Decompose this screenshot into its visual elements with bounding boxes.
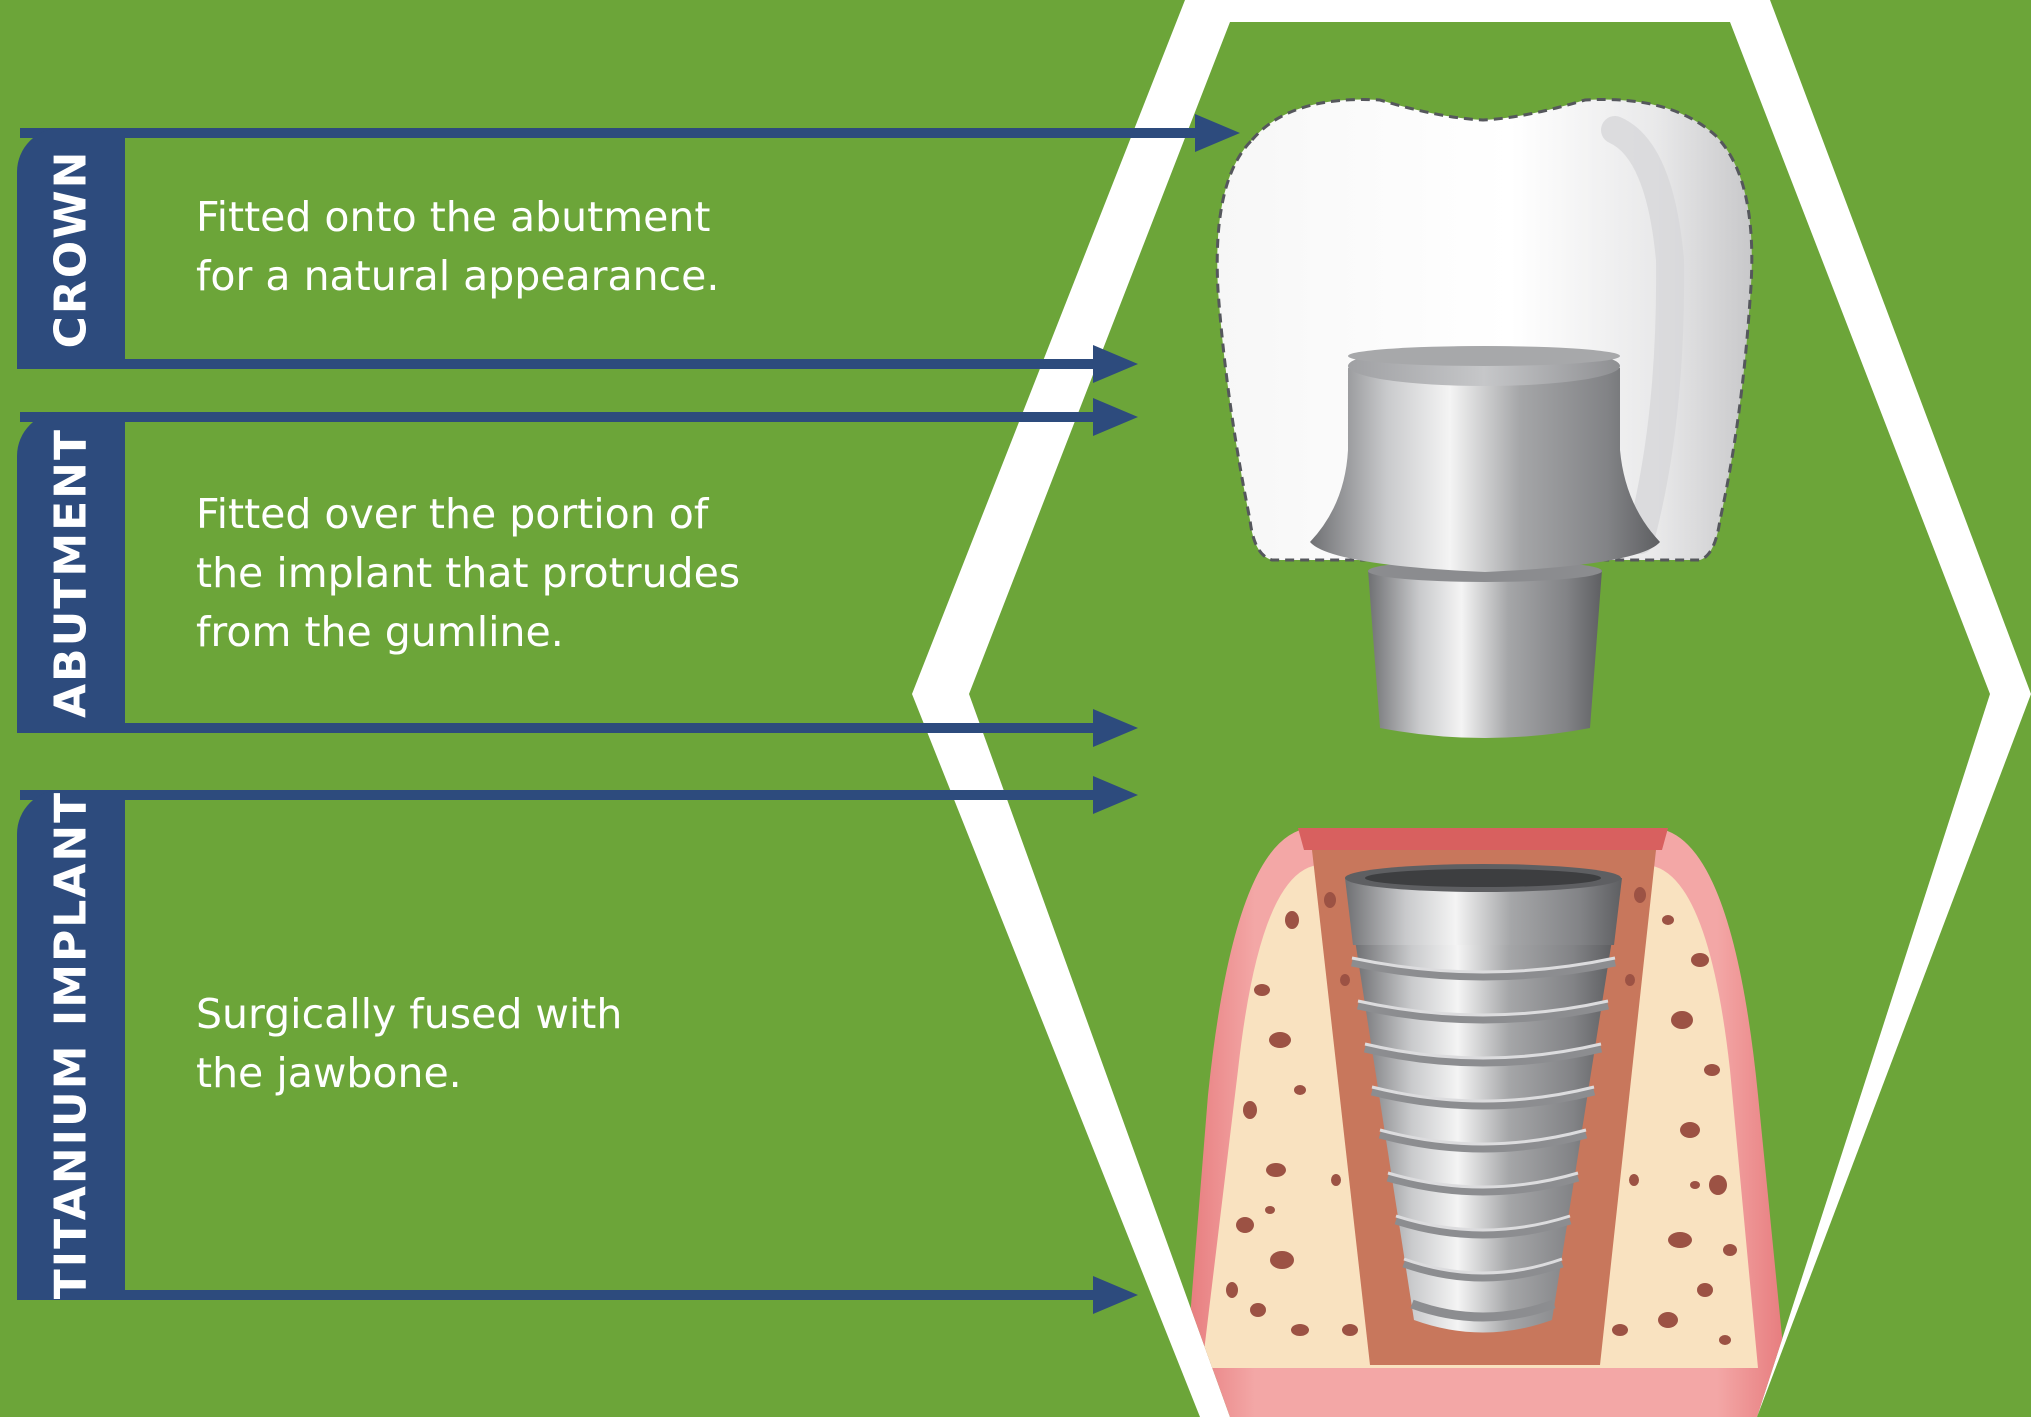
- titanium-implant-description: Surgically fused with the jawbone.: [196, 985, 756, 1103]
- abutment-description-line: the implant that protrudes: [196, 544, 756, 603]
- crown-label-band: CROWN: [17, 128, 125, 369]
- titanium-implant-label: TITANIUM IMPLANT: [46, 791, 97, 1299]
- titanium-implant-label-band: TITANIUM IMPLANT: [17, 790, 125, 1300]
- crown-description-line: for a natural appearance.: [196, 247, 756, 306]
- crown-description: Fitted onto the abutment for a natural a…: [196, 188, 756, 306]
- crown-label: CROWN: [46, 149, 97, 348]
- abutment-description-line: from the gumline.: [196, 603, 756, 662]
- abutment-label-band: ABUTMENT: [17, 412, 125, 733]
- titanium-implant-description-line: Surgically fused with: [196, 985, 756, 1044]
- abutment-label: ABUTMENT: [46, 427, 97, 717]
- abutment-description: Fitted over the portion of the implant t…: [196, 485, 756, 662]
- abutment-description-line: Fitted over the portion of: [196, 485, 756, 544]
- crown-description-line: Fitted onto the abutment: [196, 188, 756, 247]
- titanium-implant-description-line: the jawbone.: [196, 1044, 756, 1103]
